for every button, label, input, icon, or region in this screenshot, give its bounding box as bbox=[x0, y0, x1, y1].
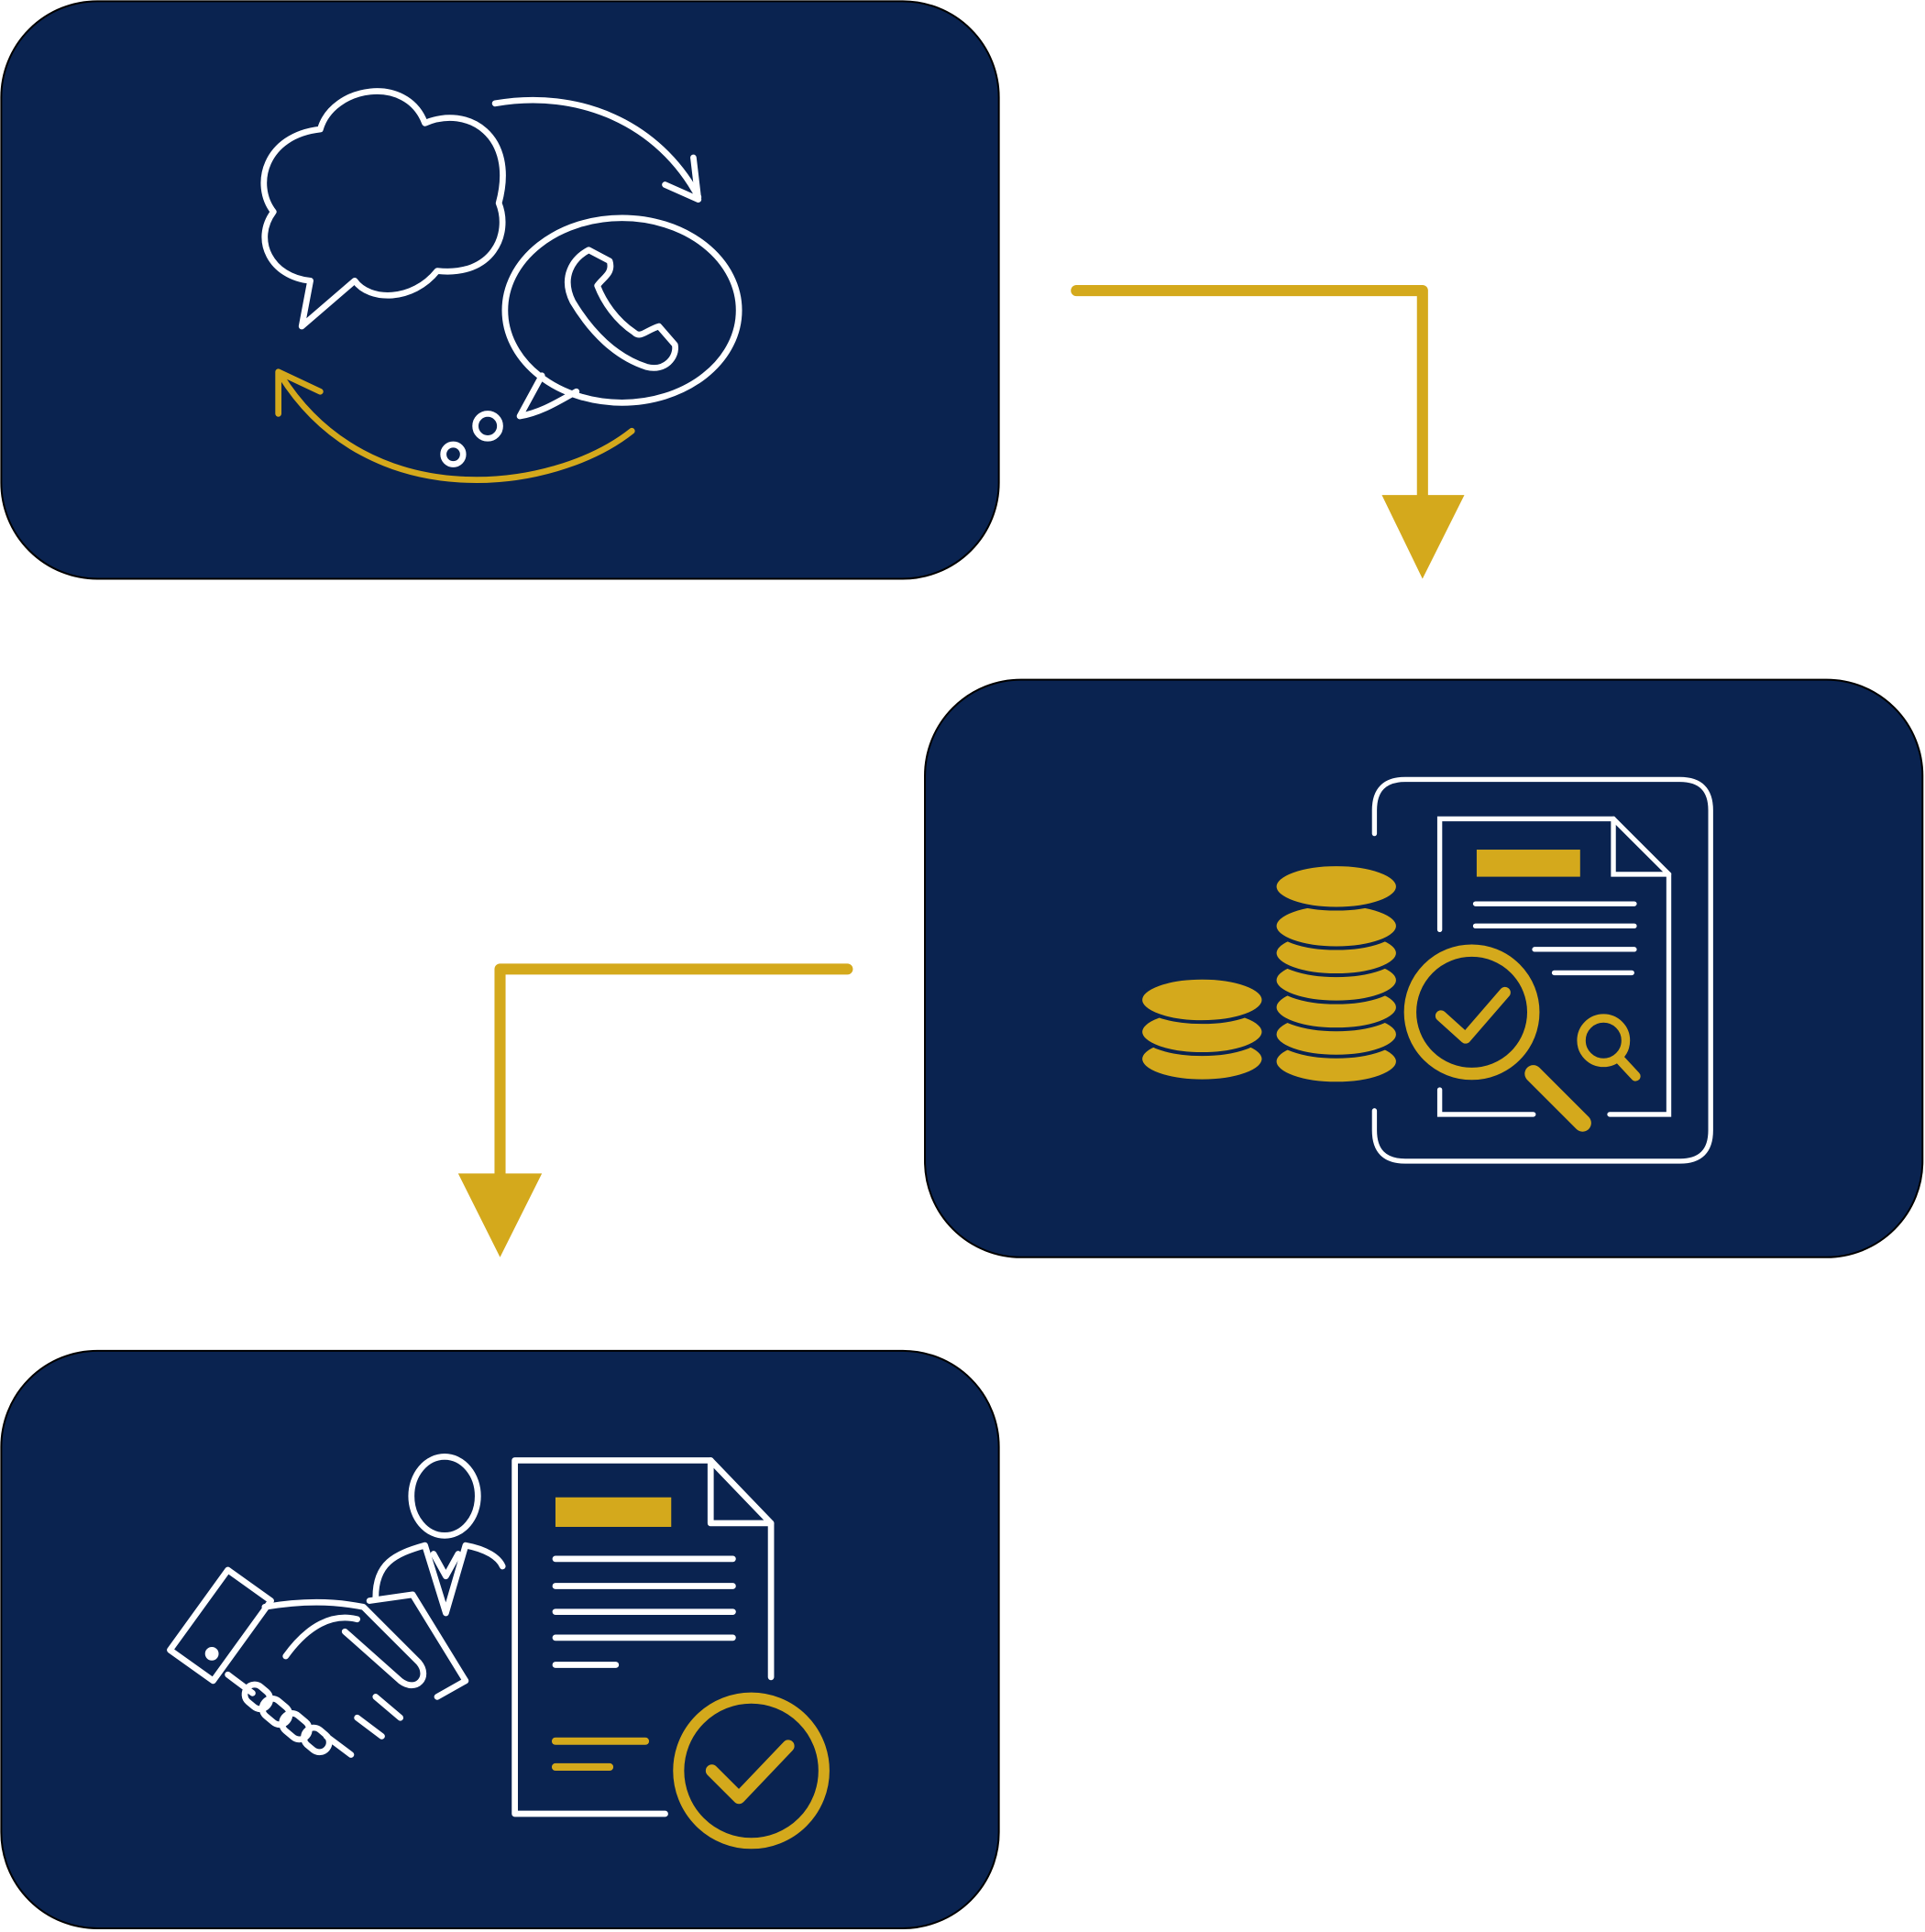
step-card-agreement bbox=[0, 1349, 1000, 1929]
step-card-financial-review bbox=[924, 678, 1924, 1258]
step-card-consultation bbox=[0, 0, 1000, 580]
conversation-phone-icon bbox=[260, 88, 742, 483]
handshake-contract-approved-icon bbox=[167, 1454, 830, 1850]
connector-arrow-2 bbox=[457, 963, 853, 1257]
arrowhead-down-icon bbox=[457, 1173, 543, 1257]
coins-document-inspection-icon bbox=[1138, 776, 1713, 1164]
arrowhead-down-icon bbox=[1381, 495, 1465, 579]
connector-arrow-1 bbox=[1071, 285, 1465, 579]
